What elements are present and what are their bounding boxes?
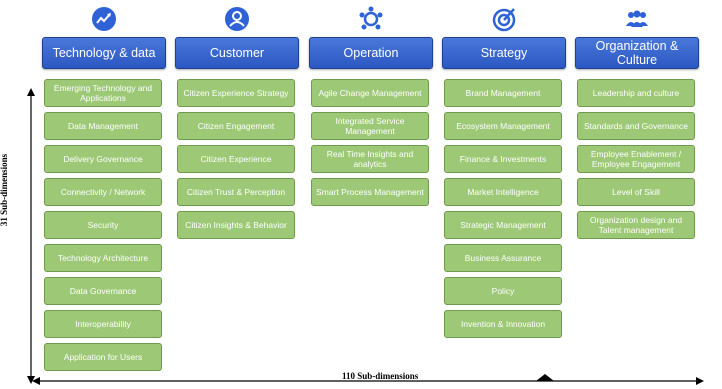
group-icon [624,6,650,32]
sub-dimension-box: Brand Management [444,79,562,107]
sub-dimension-box: Integrated Service Management [311,112,429,140]
vertical-axis-arrow-down [27,376,35,384]
column-header: Strategy [442,37,566,69]
sub-dimension-box: Ecosystem Management [444,112,562,140]
vertical-axis-arrow-up [27,88,35,96]
horizontal-axis-arrow-right [696,377,704,385]
sub-dimension-box: Business Assurance [444,244,562,272]
sub-dimension-box: Invention & Innovation [444,310,562,338]
column-header: Organization & Culture [575,37,699,69]
sub-dimension-box: Smart Process Management [311,178,429,206]
sub-dimension-box: Delivery Governance [44,145,162,173]
chart-icon [91,6,117,32]
sub-dimension-box: Leadership and culture [577,79,695,107]
sub-dimension-box: Agile Change Management [311,79,429,107]
sub-dimension-box: Citizen Experience Strategy [177,79,295,107]
sub-dimension-box: Emerging Technology and Applications [44,79,162,107]
horizontal-axis-marker [536,374,554,381]
sub-dimension-box: Employee Enablement / Employee Engagemen… [577,145,695,173]
column-header: Customer [175,37,299,69]
target-icon [491,6,517,32]
sub-dimension-box: Data Governance [44,277,162,305]
vertical-axis-label: 31 Sub-dimensions [0,153,9,227]
sub-dimension-box: Finance & Investments [444,145,562,173]
sub-dimension-box: Citizen Experience [177,145,295,173]
column-header: Operation [309,37,433,69]
people-icon [224,6,250,32]
sub-dimension-box: Application for Users [44,343,162,371]
sub-dimension-box: Strategic Management [444,211,562,239]
sub-dimension-box: Organization design and Talent managemen… [577,211,695,239]
sub-dimension-box: Technology Architecture [44,244,162,272]
sub-dimension-box: Standards and Governance [577,112,695,140]
column-header: Technology & data [42,37,166,69]
sub-dimension-box: Citizen Engagement [177,112,295,140]
horizontal-axis-label: 110 Sub-dimensions [342,371,419,381]
sub-dimension-box: Policy [444,277,562,305]
network-icon [358,6,384,32]
sub-dimension-box: Level of Skill [577,178,695,206]
sub-dimension-box: Security [44,211,162,239]
sub-dimension-box: Market Intelligence [444,178,562,206]
sub-dimension-box: Real Time Insights and analytics [311,145,429,173]
sub-dimension-box: Data Management [44,112,162,140]
sub-dimension-box: Interoperability [44,310,162,338]
horizontal-axis-arrow-left [32,377,40,385]
sub-dimension-box: Connectivity / Network [44,178,162,206]
sub-dimension-box: Citizen Insights & Behavior [177,211,295,239]
sub-dimension-box: Citizen Trust & Perception [177,178,295,206]
